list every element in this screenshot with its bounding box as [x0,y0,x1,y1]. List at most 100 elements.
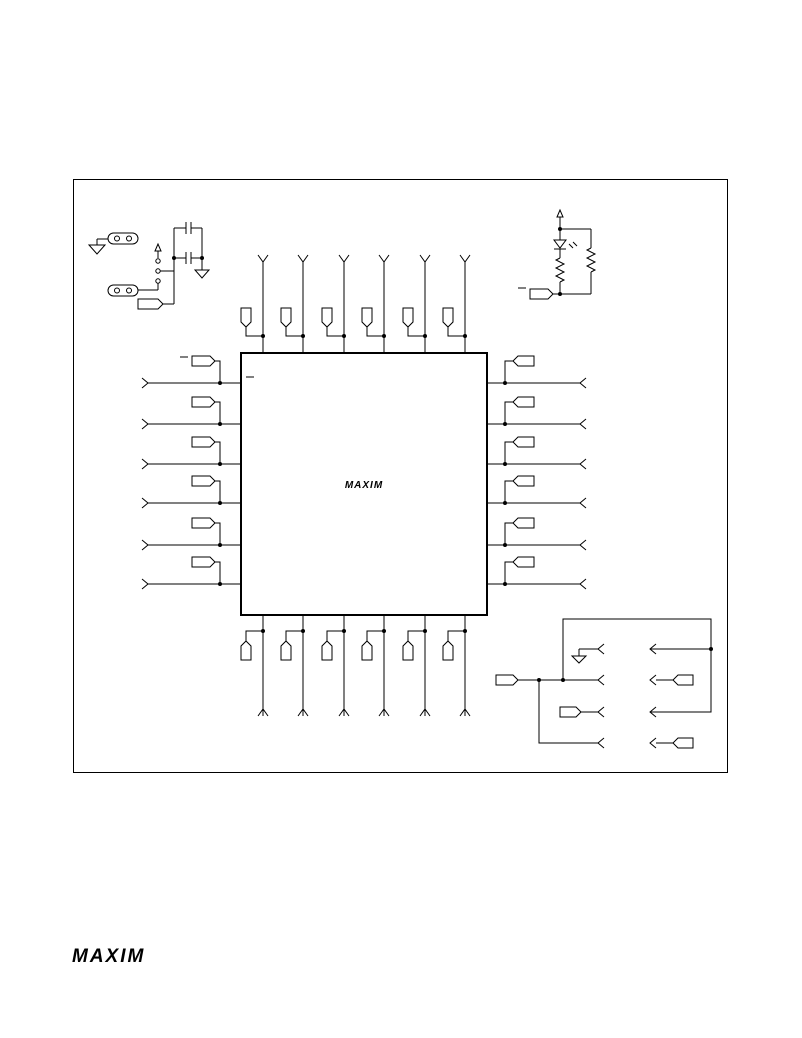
ground-icon [193,269,211,279]
right-header-box [577,374,612,595]
flag-wire [366,327,384,337]
signal-flag-icon [512,475,535,487]
flag-wire [245,327,263,337]
signal-flag-icon [240,307,252,328]
flag-wire [326,327,344,337]
header-pin-icon [579,578,587,590]
signal-flag-icon [191,436,216,448]
signal-flag-icon [495,674,519,686]
signal-flag-icon [402,640,414,661]
signal-flag-icon [280,640,292,661]
signal-flag-icon [672,737,694,749]
header-pin-icon [338,254,350,263]
left-header-box [114,374,149,595]
signal-flag-icon [280,307,292,328]
signal-flag-icon [512,436,535,448]
header-pin-icon [459,708,471,717]
header-pin-icon [141,418,149,430]
signal-flag-icon [191,355,216,367]
small-header-section [495,618,713,749]
header-pin-icon [141,458,149,470]
power-arrow-icon [556,208,564,218]
flag-wire [447,630,465,641]
jumper-pad-icon [107,284,139,297]
bottom-header-box [254,704,475,739]
power-arrow-icon [154,242,162,258]
signal-flag-icon [191,556,216,568]
header-pin-icon [579,458,587,470]
ground-icon [570,655,588,664]
diagram-frame [73,179,728,773]
header-pin-icon [141,497,149,509]
header-pin-icon [419,708,431,717]
signal-flag-icon [512,517,535,529]
led-icon [553,239,578,250]
header-pin-icon [579,539,587,551]
flag-wire [285,630,303,641]
signal-flag-icon [442,307,454,328]
signal-flag-icon [137,298,164,310]
capacitor-icon [185,222,192,234]
header-pin-icon [141,578,149,590]
header-pin-icon [141,539,149,551]
capacitor-icon [185,252,192,264]
flag-wire [245,630,263,641]
header-pin-icon [378,254,390,263]
signal-flag-icon [529,288,554,300]
signal-flag-icon [512,396,535,408]
header-pin-icon [297,708,309,717]
header-pin-icon [579,377,587,389]
signal-flag-icon [321,640,333,661]
flag-wire [504,522,513,545]
header-pin-icon [597,706,605,718]
header-pin-icon [378,708,390,717]
header-pin-icon [141,377,149,389]
flag-wire [215,522,221,545]
main-ic-body [240,352,488,616]
signal-flag-icon [512,556,535,568]
signal-flag-icon [191,396,216,408]
signal-flag-icon [240,640,252,661]
header-pin-icon [338,708,350,717]
flag-wire [215,561,221,584]
chip-logo: MAXIM [345,480,383,491]
flag-wire [215,401,221,424]
header-pin-icon [597,674,605,686]
resistor-icon [554,257,566,283]
footer-logo: MAXIM [72,946,146,967]
svg-text:MAXIM: MAXIM [345,480,383,491]
flag-wire [215,441,221,464]
flag-wire [366,630,384,641]
header-pin-icon [597,737,605,749]
header-pin-icon [257,708,269,717]
header-pin-icon [579,418,587,430]
flag-wire [215,480,221,503]
jumper-pad-icon [107,232,139,245]
flag-wire [504,480,513,503]
signal-flag-icon [191,475,216,487]
flag-wire [326,630,344,641]
flag-wire [215,360,221,383]
ground-jumper-section [87,232,139,255]
flag-wire [285,327,303,337]
resistor-icon [585,247,597,273]
top-pin-group [240,254,471,353]
signal-flag-icon [559,706,582,718]
flag-wire [504,441,513,464]
header-pin-icon [459,254,471,263]
signal-flag-icon [191,517,216,529]
power-jumper-section [107,222,211,310]
signal-flag-icon [672,674,694,686]
signal-flag-icon [512,355,535,367]
signal-flag-icon [361,307,373,328]
flag-wire [407,630,425,641]
signal-flag-icon [442,640,454,661]
flag-wire [504,401,513,424]
flag-wire [504,360,513,383]
header-pin-icon [597,643,605,655]
header-pin-icon [419,254,431,263]
header-pin-icon [649,737,657,749]
small-header-box [593,638,659,754]
bottom-pin-group [240,615,471,717]
